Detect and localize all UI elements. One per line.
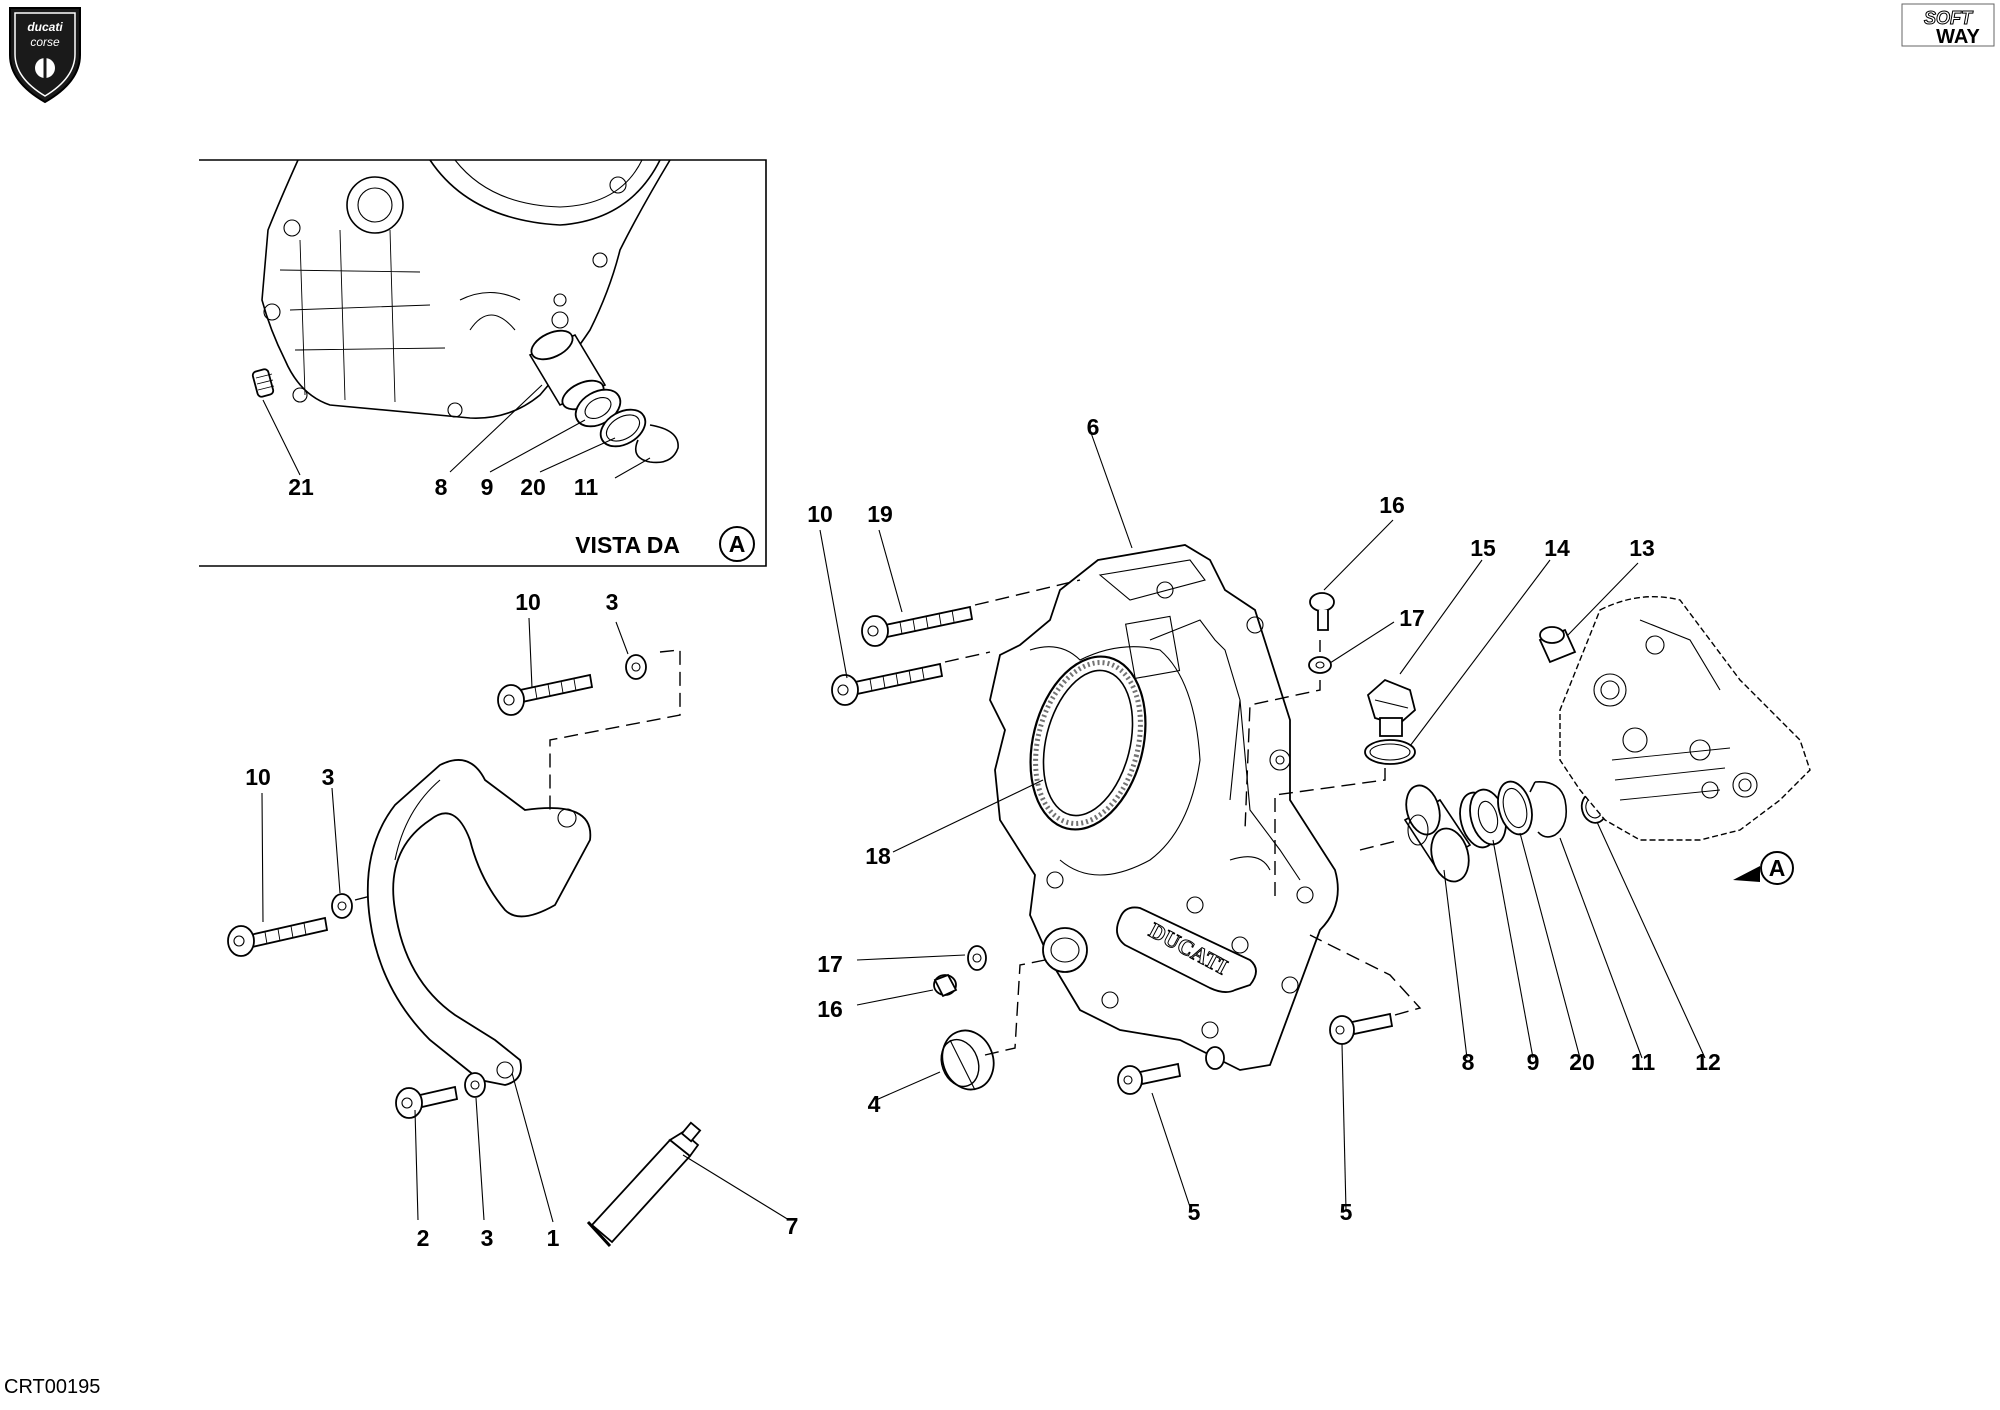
callout-11: 11 <box>1631 1049 1656 1075</box>
part-11-circlip <box>1534 781 1568 838</box>
part-10-bolt-upper <box>497 673 594 716</box>
inset-part-8-bushing <box>528 329 607 411</box>
assembly-line-upper <box>549 649 681 810</box>
callout-3: 3 <box>481 1225 494 1251</box>
ducati-corse-logo: ducati corse <box>9 7 81 104</box>
callout-3: 3 <box>606 589 619 615</box>
logo-line-2: corse <box>30 35 60 49</box>
inset-frame <box>199 159 767 567</box>
callout-8: 8 <box>1462 1049 1475 1075</box>
inset-part-20-washer <box>599 408 647 448</box>
callout-1: 1 <box>547 1225 560 1251</box>
part-1-guard <box>366 759 592 1086</box>
view-marker-circle <box>719 526 755 562</box>
callout-3: 3 <box>322 764 335 790</box>
part-10-bolt-cover <box>831 662 944 706</box>
view-arrow-marker: A <box>1733 851 1794 885</box>
part-8-bushing <box>1403 784 1472 883</box>
callout-9: 9 <box>481 474 494 500</box>
callout-14: 14 <box>1544 535 1570 561</box>
callout-20: 20 <box>1569 1049 1595 1075</box>
inset-view-label: VISTA DA <box>575 532 680 558</box>
part-5-bolt-b <box>1329 1012 1394 1045</box>
callout-17: 17 <box>1399 605 1425 631</box>
callout-10: 10 <box>515 589 541 615</box>
leader-lines <box>261 429 1706 1223</box>
callout-9: 9 <box>1527 1049 1540 1075</box>
callout-19: 19 <box>867 501 893 527</box>
callout-21: 21 <box>288 474 314 500</box>
callout-12: 12 <box>1695 1049 1721 1075</box>
part-9-bearing <box>1459 788 1507 849</box>
assembly-line-4 <box>984 959 1046 1056</box>
callout-20: 20 <box>520 474 546 500</box>
part-13-dowel <box>1538 626 1577 664</box>
softway-line-2: WAY <box>1936 26 1980 48</box>
callout-7: 7 <box>786 1213 799 1239</box>
callout-8: 8 <box>435 474 448 500</box>
part-2-bolt <box>395 1085 459 1119</box>
part-5-washer-a <box>1205 1046 1225 1070</box>
inset-view-marker: A <box>729 531 746 557</box>
part-16-plug-left <box>933 973 958 998</box>
callout-5: 5 <box>1340 1199 1353 1225</box>
callout-10: 10 <box>807 501 833 527</box>
softway-logo: SOFT WAY <box>1901 3 1995 48</box>
callout-13: 13 <box>1629 535 1655 561</box>
inset-part-11-circlip <box>634 424 679 464</box>
part-3-washer-left <box>331 893 353 919</box>
part-4-cap <box>940 1029 995 1091</box>
part-20-washer <box>1497 780 1533 836</box>
part-18-seal <box>1029 655 1147 831</box>
callout-4: 4 <box>868 1091 881 1117</box>
callout-16: 16 <box>1379 492 1405 518</box>
callout-6: 6 <box>1087 414 1100 440</box>
part-3-washer-upper <box>625 654 647 680</box>
part-17-washer-left <box>967 945 987 971</box>
part-19-bolt <box>861 605 974 647</box>
callout-5: 5 <box>1188 1199 1201 1225</box>
callout-18: 18 <box>865 843 891 869</box>
part-5-bolt-a <box>1117 1062 1182 1095</box>
crankcase-fragment <box>1559 596 1811 841</box>
part-15-filler-plug <box>1366 678 1417 737</box>
assembly-line-19 <box>974 579 1081 606</box>
inset-detail-view: VISTA DA A <box>199 159 767 567</box>
callout-15: 15 <box>1470 535 1496 561</box>
part-16-screw-top <box>1309 592 1335 631</box>
main-view-marker: A <box>1769 855 1786 881</box>
callout-10: 10 <box>245 764 271 790</box>
inset-casing-drawing <box>261 159 671 419</box>
callout-17: 17 <box>817 951 843 977</box>
part-3-washer-bottom <box>464 1072 486 1098</box>
callout-labels: 21 8 9 20 11 10 3 10 3 2 3 1 7 6 10 19 1… <box>245 414 1721 1251</box>
logo-line-1: ducati <box>27 20 63 34</box>
drawing-code: CRT00195 <box>4 1376 101 1398</box>
part-7-sealant-tube <box>586 1121 702 1248</box>
inset-part-21-dowel <box>251 368 275 398</box>
softway-line-1: SOFT <box>1924 8 1974 28</box>
callout-16: 16 <box>817 996 843 1022</box>
callout-2: 2 <box>417 1225 430 1251</box>
part-17-washer-top <box>1308 656 1332 674</box>
part-10-bolt-left <box>227 916 329 957</box>
callout-11: 11 <box>574 474 599 500</box>
